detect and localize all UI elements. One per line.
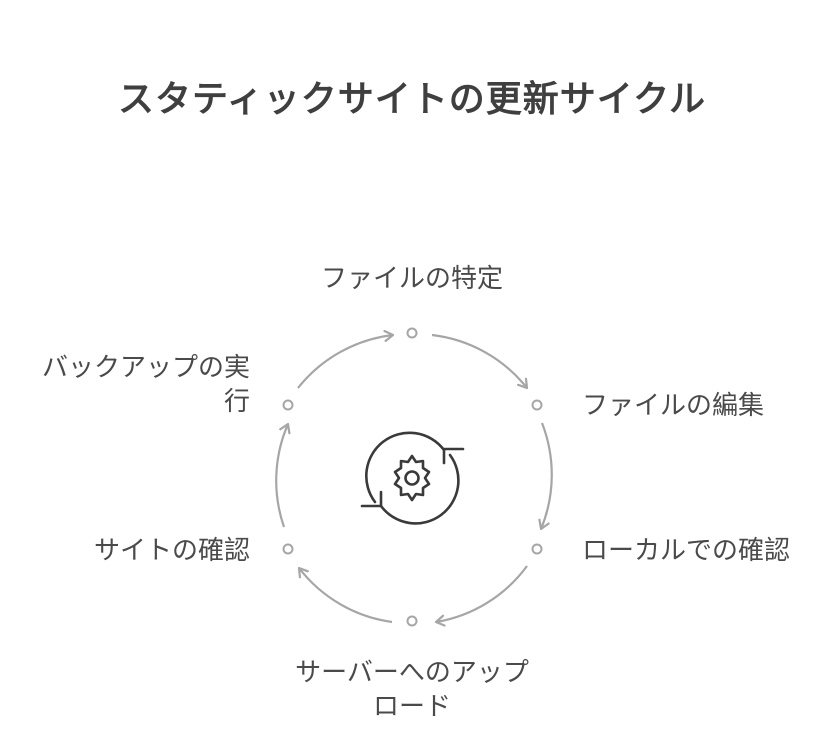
arc-5-6 — [275, 424, 288, 528]
arc-2-3 — [541, 422, 553, 529]
step-label-1: ファイルの特定 — [320, 264, 503, 294]
step-label-4: サーバーへのアップロード — [295, 658, 529, 722]
step-label-5: サイトの確認 — [93, 536, 250, 566]
step-label-6: バックアップの実行 — [41, 353, 250, 417]
cycle-nodes — [282, 327, 543, 627]
node-2 — [531, 399, 543, 411]
arc-3-4 — [436, 565, 528, 622]
node-6 — [282, 399, 294, 411]
cycle-arcs — [275, 333, 553, 624]
gear-refresh-icon — [360, 431, 465, 525]
arc-4-5 — [299, 568, 393, 624]
arc-1-2 — [431, 333, 527, 388]
step-label-2: ファイルの編集 — [582, 391, 765, 421]
node-5 — [282, 543, 294, 555]
node-1 — [406, 327, 418, 339]
diagram-title: スタティックサイトの更新サイクル — [117, 79, 707, 120]
arc-6-1 — [297, 335, 393, 389]
node-4 — [406, 615, 418, 627]
step-label-3: ローカルでの確認 — [582, 536, 791, 566]
node-3 — [531, 543, 543, 555]
